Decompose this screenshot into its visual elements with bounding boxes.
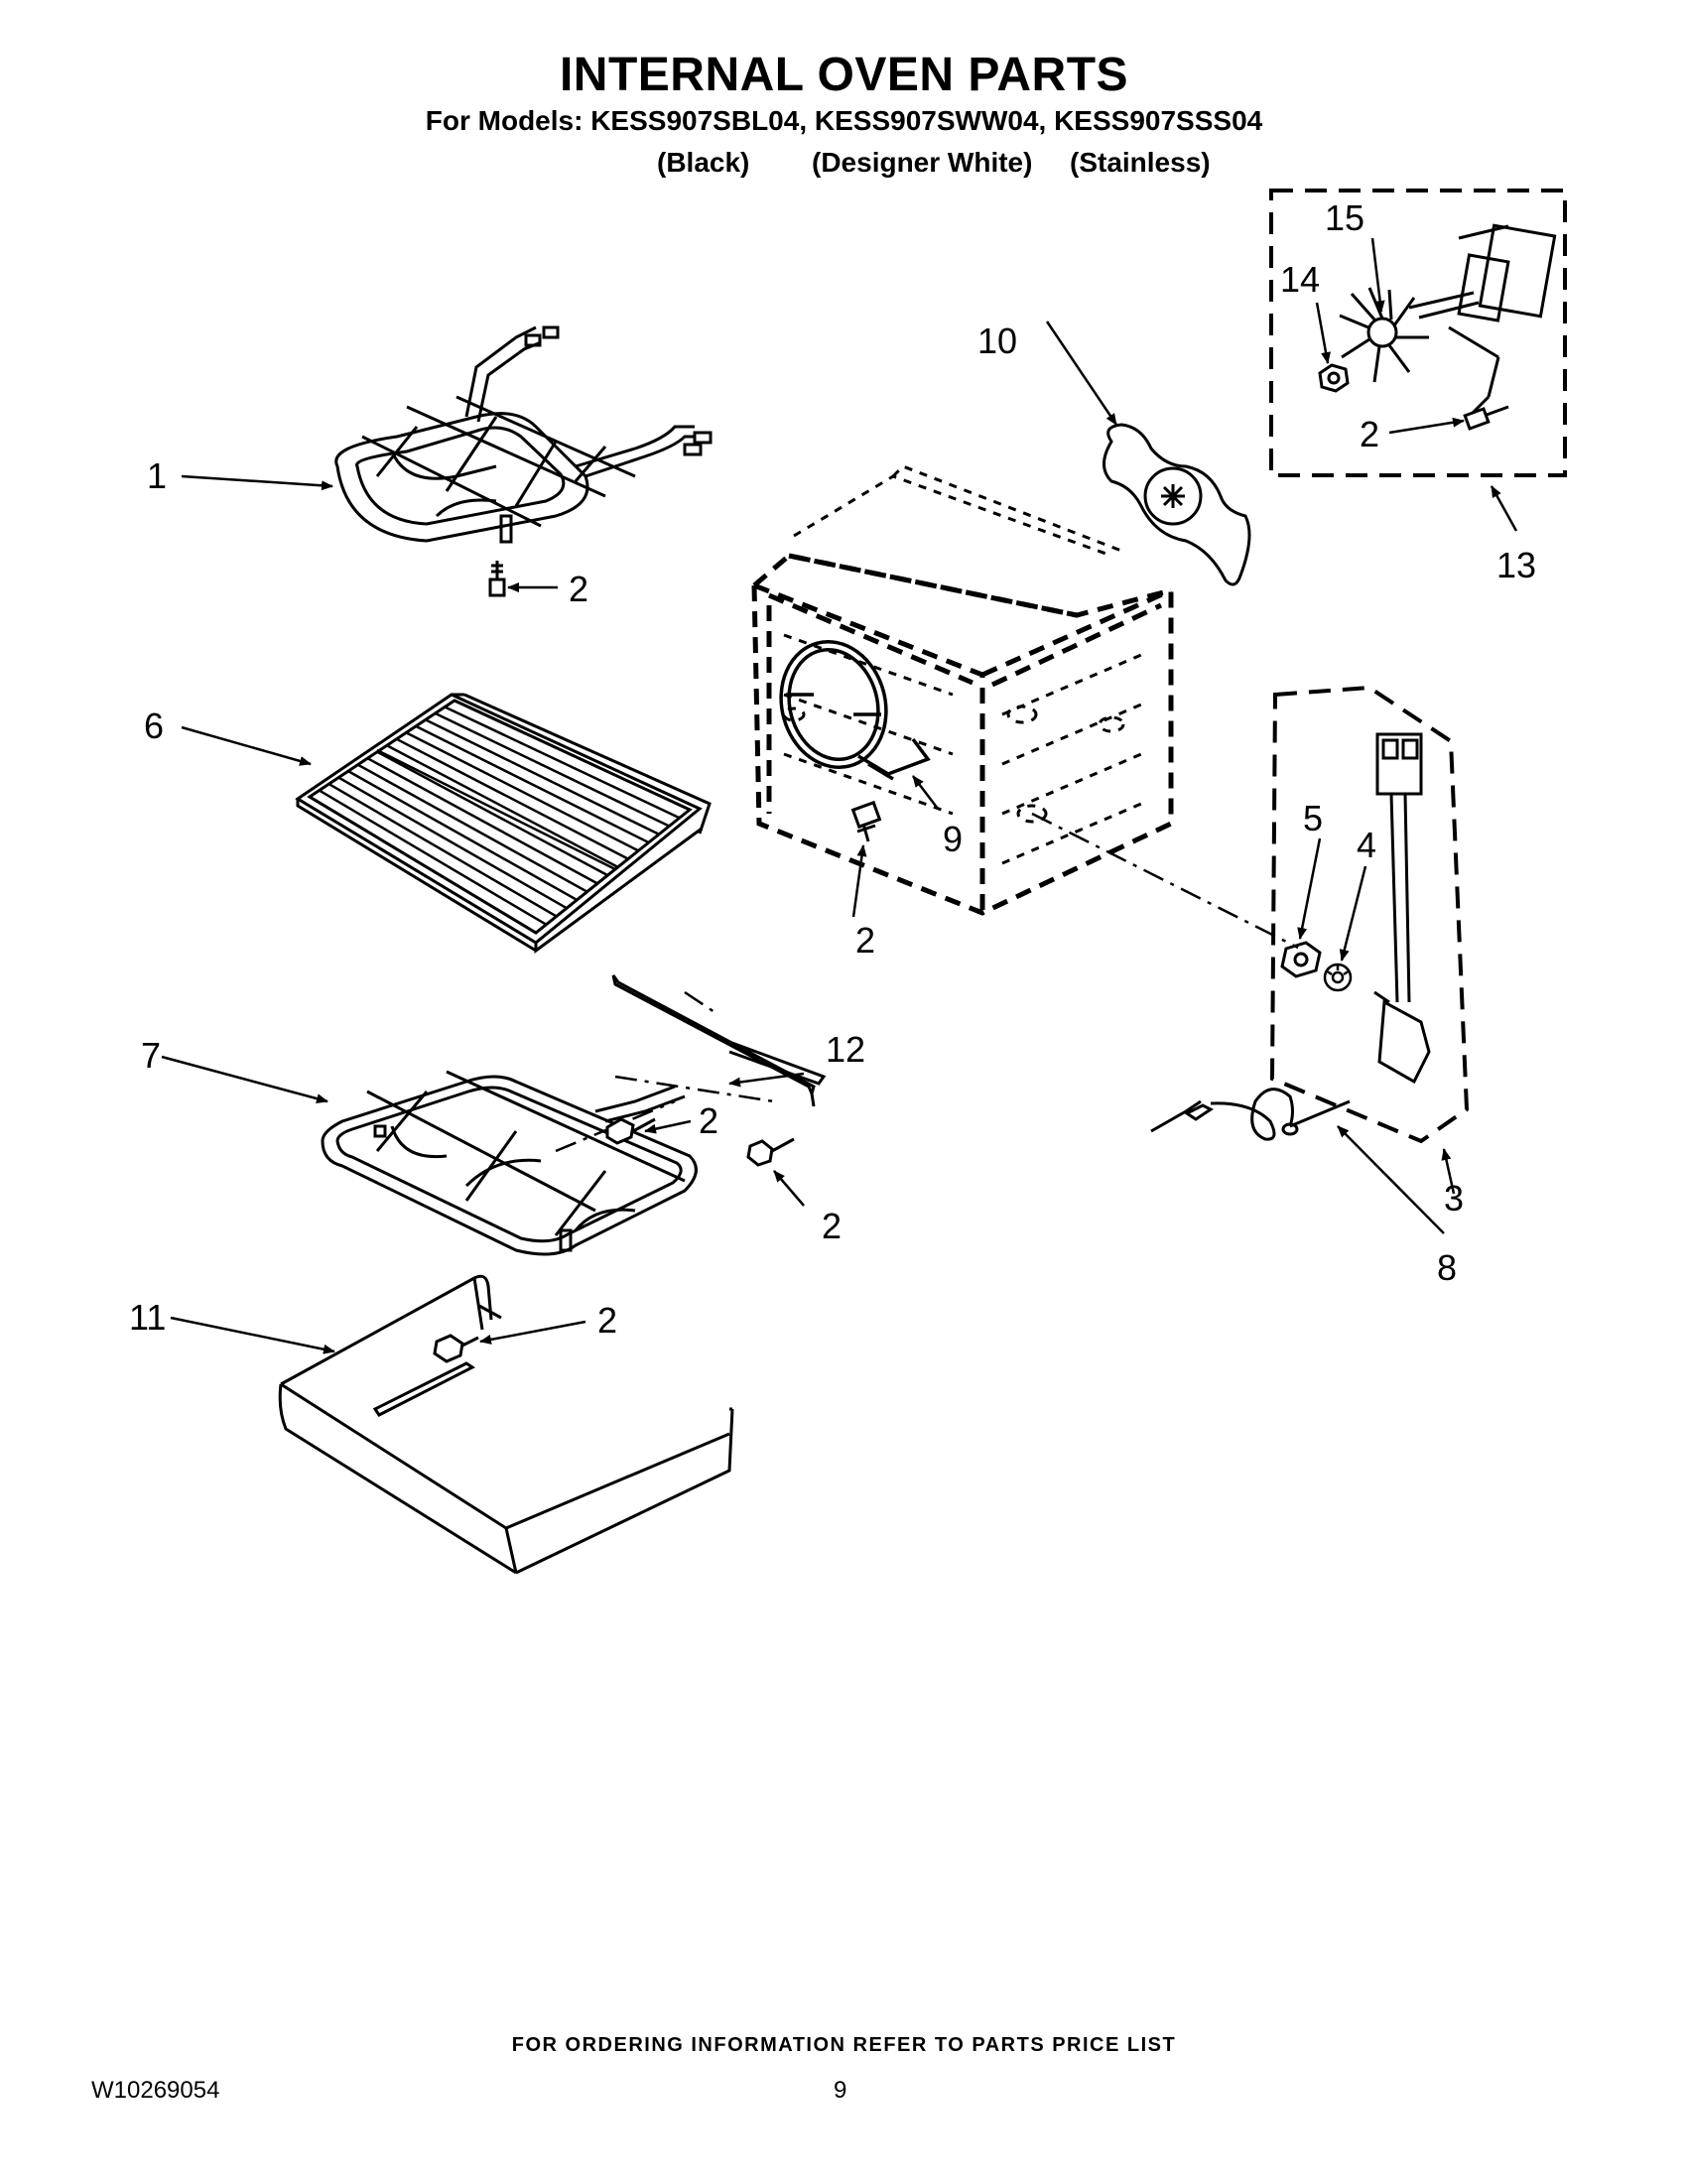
fan-motor-part — [1408, 223, 1557, 419]
variant-black: (Black) — [657, 147, 750, 178]
callout-labels: 1 2 2 2 2 2 2 3 4 5 6 7 8 9 10 11 12 13 … — [129, 197, 1536, 1341]
washer-part-4 — [1323, 963, 1353, 992]
sensor-part — [1373, 732, 1431, 1085]
oven-cavity — [751, 553, 1174, 916]
oven-cavity-detail — [782, 464, 1142, 865]
callout-2f: 2 — [597, 1300, 617, 1341]
callout-2e: 2 — [822, 1206, 842, 1246]
broil-element-part — [334, 325, 713, 544]
document-number: W10269054 — [91, 2077, 220, 2104]
rack-wire — [337, 776, 568, 910]
callout-2c: 2 — [1360, 414, 1379, 454]
callout-2d: 2 — [699, 1100, 718, 1141]
rack-wire — [434, 711, 670, 828]
screw-part-shield — [433, 1334, 479, 1363]
rack-wire — [415, 724, 650, 844]
screw-part-box — [1463, 405, 1509, 431]
callout-5: 5 — [1303, 798, 1323, 838]
screw-part-cavity — [850, 800, 882, 842]
convection-element-part — [779, 639, 931, 781]
rack-wire — [386, 744, 619, 868]
fan-motor-assembly-box — [1269, 189, 1567, 477]
ordering-note: FOR ORDERING INFORMATION REFER TO PARTS … — [511, 2034, 1177, 2056]
rack-wire — [405, 731, 639, 852]
callout-14: 14 — [1280, 259, 1320, 300]
callout-11: 11 — [129, 1297, 166, 1338]
callout-arrows — [161, 237, 1518, 1354]
screw-part-bake-1 — [605, 1117, 656, 1145]
rack-wire — [319, 789, 547, 926]
callout-6: 6 — [144, 706, 164, 746]
rack-wire — [425, 718, 660, 835]
nut-part-14 — [1318, 363, 1350, 393]
rack-wire — [366, 757, 598, 885]
callout-4: 4 — [1357, 825, 1376, 865]
oven-rack-wires — [309, 699, 691, 935]
bake-shield-part — [278, 1274, 734, 1575]
nut-part-5 — [1280, 941, 1322, 978]
callout-1: 1 — [147, 455, 167, 496]
bake-element-part — [321, 1070, 698, 1256]
rack-wire — [357, 763, 588, 893]
rack-wire — [396, 737, 629, 860]
callout-10: 10 — [977, 321, 1017, 361]
guide-lines — [555, 812, 1299, 1153]
bracket-part-12 — [611, 974, 827, 1107]
callout-15: 15 — [1325, 197, 1364, 238]
variant-stainless: (Stainless) — [1070, 147, 1211, 178]
page-number: 9 — [834, 2077, 847, 2104]
callout-8: 8 — [1437, 1247, 1457, 1288]
rack-wire — [347, 770, 578, 902]
screw-part-bake-2 — [746, 1137, 795, 1167]
variant-designer-white: (Designer White) — [812, 147, 1033, 178]
callout-13: 13 — [1496, 545, 1536, 585]
callout-9: 9 — [943, 819, 963, 859]
callout-2b: 2 — [855, 920, 875, 961]
sensor-assembly-box — [1269, 685, 1470, 1144]
callout-12: 12 — [826, 1029, 865, 1070]
meat-probe-part — [1150, 1088, 1351, 1141]
rack-wire — [454, 699, 691, 812]
fan-baffle-part — [1103, 423, 1251, 586]
callout-3: 3 — [1444, 1178, 1464, 1219]
rack-cross-wire — [376, 748, 616, 871]
screw-part-1 — [488, 561, 506, 597]
rack-wire — [444, 706, 681, 820]
models-line: For Models: KESS907SBL04, KESS907SWW04, … — [425, 105, 1263, 136]
rack-wire — [327, 782, 558, 918]
fan-blade-part — [1339, 287, 1429, 383]
rack-wire — [376, 750, 608, 877]
callout-7: 7 — [141, 1035, 161, 1076]
rack-wire — [309, 795, 537, 935]
page-title: INTERNAL OVEN PARTS — [559, 49, 1129, 101]
callout-2a: 2 — [569, 569, 588, 609]
